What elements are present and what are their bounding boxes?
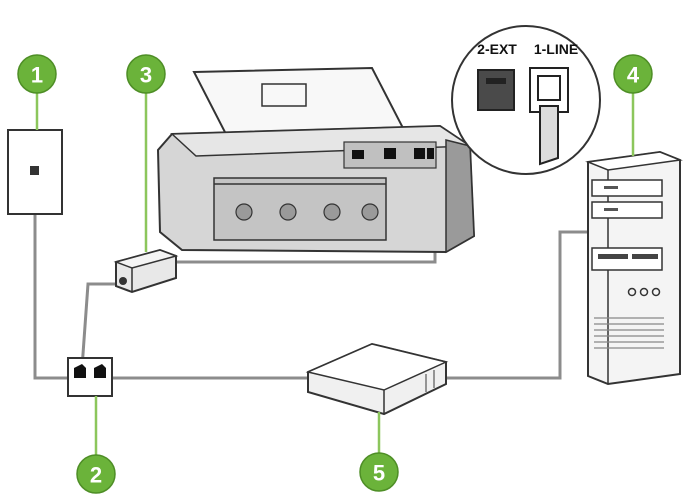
svg-text:2: 2 <box>90 463 102 488</box>
drive-bay-2 <box>591 201 663 219</box>
wall-jack <box>7 129 63 215</box>
printer-rear <box>156 66 476 254</box>
callout-4: 4 <box>613 54 653 94</box>
computer-tower <box>585 150 683 386</box>
ext-port <box>477 69 515 111</box>
svg-text:3: 3 <box>140 63 152 88</box>
callout-5: 5 <box>359 452 399 492</box>
line-cable-plug <box>539 105 559 166</box>
drive-bay-1 <box>591 179 663 197</box>
svg-text:1: 1 <box>31 63 43 88</box>
callout-3: 3 <box>126 54 166 94</box>
line-port-label: 1-LINE <box>534 41 578 57</box>
callout-1: 1 <box>17 54 57 94</box>
dsl-filter <box>113 248 179 294</box>
modem-to-computer-cable <box>440 230 590 380</box>
callout-leaders <box>35 92 635 456</box>
callout-2: 2 <box>76 454 116 494</box>
ext-port-label: 2-EXT <box>477 41 517 57</box>
svg-text:4: 4 <box>627 63 640 88</box>
filter-to-splitter-cable <box>80 282 118 369</box>
parallel-splitter <box>67 357 113 397</box>
dsl-modem <box>305 342 449 416</box>
wall-to-splitter-cable <box>33 190 75 380</box>
port-zoom-bubble: 2-EXT 1-LINE <box>451 25 601 175</box>
svg-text:5: 5 <box>373 461 385 486</box>
